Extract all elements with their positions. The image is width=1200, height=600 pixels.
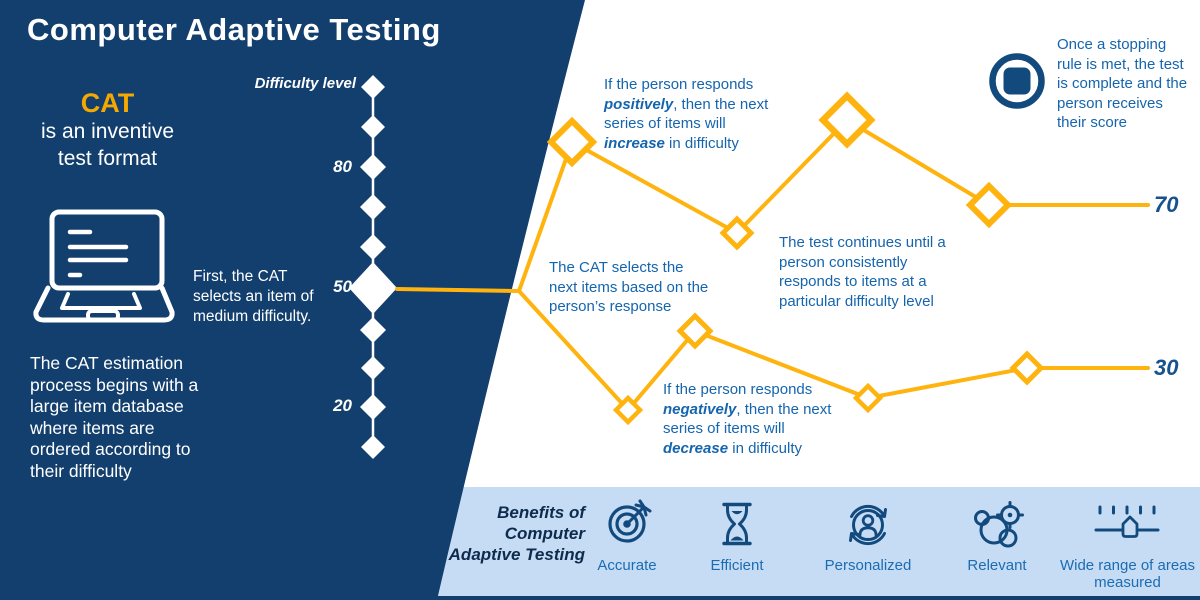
stopping-rule-note: Once a stopping rule is met, the test is… [1057,36,1188,131]
laptop-icon [33,209,175,323]
person-cycle-icon [849,504,887,546]
benefits-bar [380,487,1200,600]
note-text: , then the next series of items will [604,95,769,133]
benefit-label-wide-range: Wide range of areas measured [1059,557,1196,591]
item-diamonds [546,91,1045,426]
note-emphasis: negatively [663,400,737,418]
page-title: Computer Adaptive Testing [27,12,441,47]
benefit-label-efficient: Efficient [710,557,764,574]
cat-selects-note: The CAT selects the next items based on … [549,259,709,315]
difficulty-axis-label: Difficulty level [254,75,356,92]
cat-subline-2: test format [57,147,158,170]
negative-response-note: If the person responds negatively, then … [663,380,835,458]
side-panel-shape [0,0,585,600]
note-text: , then the next series of items will [663,400,832,438]
benefit-label-personalized: Personalized [824,557,912,574]
cluster-target-icon [974,501,1024,548]
positive-path-line [517,117,1150,293]
note-text: in difficulty [728,439,802,457]
end-value-upper: 70 [1154,192,1179,217]
estimation-paragraph: The CAT estimation process begins with a… [30,353,199,481]
scale-tick-20: 20 [333,396,352,415]
cat-intro: CAT is an inventive test format [20,88,195,172]
benefits-title: Benefits of Computer Adaptive Testing [413,502,585,565]
cat-acronym: CAT [80,88,135,118]
negative-path-line [517,289,1150,414]
difficulty-scale [349,75,397,459]
positive-response-note: If the person responds positively, then … [604,75,776,153]
note-emphasis: increase [604,134,665,152]
note-text: If the person responds [663,381,813,398]
test-continues-note: The test continues until a person consis… [779,234,946,310]
note-emphasis: positively [604,95,674,113]
scale-diamonds [349,75,397,459]
target-icon [608,499,652,543]
adaptive-path-lines [395,117,1150,414]
note-text: in difficulty [664,134,739,152]
end-value-lower: 30 [1154,355,1179,380]
benefits-title-line: Benefits of [497,503,585,522]
hourglass-icon [722,502,752,546]
start-connector-line [395,287,521,293]
benefits-title-line: Adaptive Testing [448,545,585,564]
benefits-title-line: Computer [504,524,585,543]
benefit-label-accurate: Accurate [597,557,657,574]
range-slider-icon [1094,505,1160,538]
first-step-note: First, the CAT selects an item of medium… [193,268,314,325]
scale-tick-80: 80 [333,157,352,176]
bottom-strip [0,596,1200,600]
scale-tick-50: 50 [333,277,352,296]
note-emphasis: decrease [663,439,729,457]
note-text: If the person responds [604,76,754,93]
start-item-diamond [349,262,397,314]
benefit-label-relevant: Relevant [967,557,1027,574]
cat-subline-1: is an inventive [40,120,175,143]
benefit-icons [608,499,1160,548]
stop-icon [989,53,1045,109]
